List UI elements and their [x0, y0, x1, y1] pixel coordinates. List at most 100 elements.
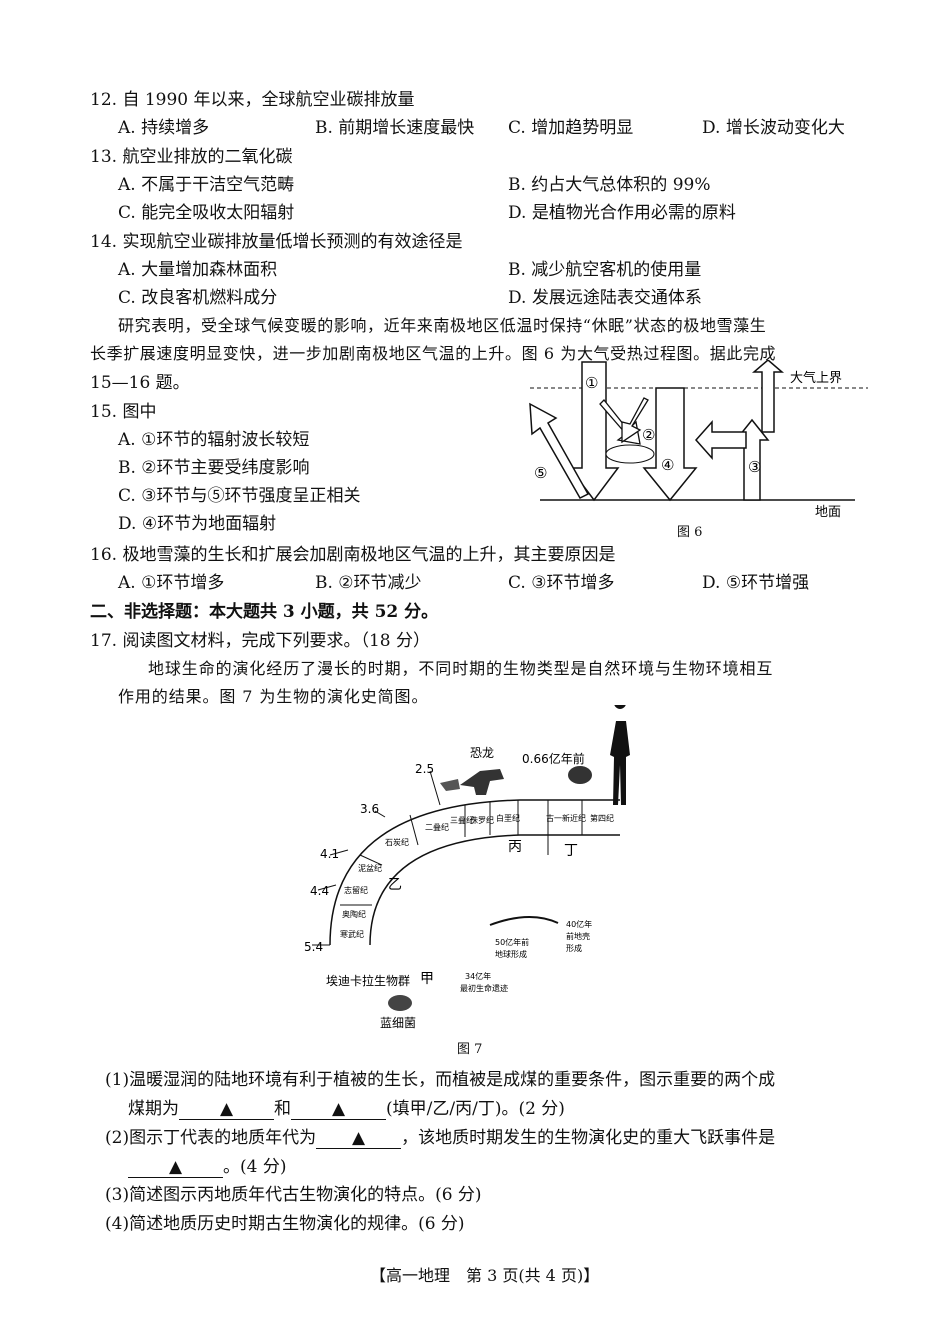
figure-7-evolution: 2.5 3.6 4.1 4.4 5.4 恐龙 0.66亿年前 寒武纪 奥陶纪 志… [304, 705, 630, 1030]
q16-option-b: B. ②环节减少 [315, 573, 422, 593]
arc-outer [329, 799, 620, 946]
early-earth-arc [489, 915, 559, 926]
event-34-label: 34亿年 [465, 971, 491, 981]
arrow-2-scattering-b [621, 397, 649, 444]
passage-line-2: 长季扩展速度明显变快，进一步加剧南极地区气温的上升。图 6 为大气受热过程图。据… [90, 344, 777, 363]
age-0.66-label: 0.66亿年前 [522, 751, 585, 766]
q12-option-c: C. 增加趋势明显 [508, 118, 634, 138]
label-2: ② [642, 426, 655, 444]
period-ordovician: 奥陶纪 [342, 909, 366, 919]
q15-option-b: B. ②环节主要受纬度影响 [118, 458, 310, 478]
event-40-label: 40亿年 [566, 919, 592, 929]
section-2-heading: 二、非选择题：本大题共 3 小题，共 52 分。 [90, 602, 439, 622]
era-yi: 乙 [388, 877, 402, 893]
era-jia: 甲 [420, 971, 434, 987]
arc-inner [369, 834, 620, 946]
age-3.6: 3.6 [360, 802, 379, 816]
period-quaternary: 第四纪 [590, 813, 614, 823]
ediacara-label: 埃迪卡拉生物群 [326, 973, 410, 988]
tick-4.4 [317, 884, 337, 891]
era-bing: 丙 [508, 839, 522, 855]
q16-option-c: C. ③环节增多 [508, 573, 615, 593]
answer-blank-3[interactable]: ▲ [316, 1128, 402, 1149]
q13-option-b: B. 约占大气总体积的 99% [508, 175, 711, 195]
period-cretaceous: 白垩纪 [496, 813, 520, 823]
arrow-1-solar-radiation [568, 361, 620, 502]
ape-icon [568, 766, 592, 784]
period-cambrian: 寒武纪 [340, 929, 364, 939]
event-50-label: 50亿年前 [495, 937, 529, 947]
answer-blank-2[interactable]: ▲ [291, 1099, 386, 1120]
arrow-4-counter-radiation [642, 387, 698, 502]
age-4.4: 4.4 [310, 884, 329, 898]
age-5.4: 5.4 [304, 940, 323, 954]
q17-sub1-line1: (1)温暖湿润的陆地环境有利于植被的生长，而植被是成煤的重要条件，图示重要的两个… [105, 1070, 776, 1090]
q12-stem: 12. 自 1990 年以来，全球航空业碳排放量 [90, 90, 415, 110]
q17-sub1-text-c: (填甲/乙/丙/丁)。(2 分) [386, 1099, 565, 1119]
period-jurassic: 侏罗纪 [470, 815, 494, 825]
reptile-icon [440, 779, 460, 791]
q17-sub2-text-c: 。(4 分) [223, 1157, 287, 1177]
figure-6-atmosphere-heating: 大气上界 地面 ① ⑤ ② ④ ③ [529, 360, 868, 520]
arrow-5-reflection [529, 402, 590, 499]
q14-option-c: C. 改良客机燃料成分 [118, 288, 278, 308]
q17-sub2-line1: (2)图示丁代表的地质年代为▲，该地质时期发生的生物演化史的重大飞跃事件是 [105, 1123, 775, 1149]
event-40-desc-2: 形成 [566, 943, 582, 953]
ground-label: 地面 [815, 505, 841, 520]
q13-stem: 13. 航空业排放的二氧化碳 [90, 147, 293, 167]
dinosaur-label: 恐龙 [470, 746, 494, 760]
tick-2.5 [429, 770, 441, 806]
event-40-desc-1: 前地壳 [566, 931, 590, 941]
period-paleogene-neogene: 古一新近纪 [546, 813, 586, 823]
cloud-icon [605, 444, 655, 464]
age-2.5: 2.5 [415, 762, 434, 776]
label-5: ⑤ [534, 464, 547, 482]
dinosaur-icon [460, 769, 504, 795]
period-silurian: 志留纪 [344, 885, 368, 895]
label-1: ① [585, 374, 598, 392]
q14-stem: 14. 实现航空业碳排放量低增长预测的有效途径是 [90, 232, 463, 252]
q17-sub4: (4)简述地质历史时期古生物演化的规律。(6 分) [105, 1214, 465, 1234]
answer-blank-1[interactable]: ▲ [179, 1099, 274, 1120]
q12-option-a: A. 持续增多 [118, 118, 210, 138]
q15-option-a: A. ①环节的辐射波长较短 [118, 430, 310, 450]
period-permian: 二叠纪 [425, 822, 449, 832]
q13-option-c: C. 能完全吸收太阳辐射 [118, 203, 295, 223]
atmosphere-top-label: 大气上界 [790, 370, 842, 386]
tick-3.6 [374, 810, 386, 818]
q15-option-d: D. ④环节为地面辐射 [118, 514, 277, 534]
cyanobacteria-label: 蓝细菌 [380, 1016, 416, 1030]
label-3: ③ [748, 458, 761, 476]
period-carboniferous: 石炭纪 [385, 837, 409, 847]
event-34-desc: 最初生命遗迹 [460, 983, 508, 993]
age-4.1: 4.1 [320, 847, 339, 861]
q17-sub1-text-b: 和 [274, 1099, 291, 1119]
q16-option-a: A. ①环节增多 [118, 573, 225, 593]
answer-blank-4[interactable]: ▲ [128, 1157, 223, 1178]
event-50-desc: 地球形成 [495, 949, 527, 959]
q15-stem: 15. 图中 [90, 402, 157, 422]
cyanobacteria-icon [388, 995, 412, 1011]
divider-6 [359, 854, 383, 866]
q15-option-c: C. ③环节与⑤环节强度呈正相关 [118, 486, 361, 506]
passage-line-1: 研究表明，受全球气候变暖的影响，近年来南极地区低温时保持“休眠”状态的极地雪藻生 [118, 316, 767, 335]
q12-option-d: D. 增长波动变化大 [702, 118, 845, 138]
q17-sub2-text-a: (2)图示丁代表的地质年代为 [105, 1128, 317, 1148]
divider-5 [409, 814, 419, 846]
era-ding: 丁 [564, 843, 578, 859]
q17-passage-line-1: 地球生命的演化经历了漫长的时期，不同时期的生物类型是自然环境与生物环境相互 [148, 659, 774, 678]
tick-4.1 [329, 849, 349, 856]
q17-sub1-line2: 煤期为▲和▲(填甲/乙/丙/丁)。(2 分) [128, 1094, 565, 1120]
q14-option-d: D. 发展远途陆表交通体系 [508, 288, 702, 308]
human-icon [610, 705, 630, 805]
q17-sub2-line2: ▲。(4 分) [128, 1152, 286, 1178]
label-4: ④ [661, 456, 674, 474]
q17-sub1-text-a: 煤期为 [128, 1099, 179, 1119]
q12-option-b: B. 前期增长速度最快 [315, 118, 475, 138]
arrow-3-to-space [751, 360, 785, 433]
q16-stem: 16. 极地雪藻的生长和扩展会加剧南极地区气温的上升，其主要原因是 [90, 545, 616, 565]
q13-option-d: D. 是植物光合作用必需的原料 [508, 203, 736, 223]
q16-option-d: D. ⑤环节增强 [702, 573, 810, 593]
q17-stem: 17. 阅读图文材料，完成下列要求。（18 分） [90, 631, 430, 651]
q14-option-a: A. 大量增加森林面积 [118, 260, 278, 280]
